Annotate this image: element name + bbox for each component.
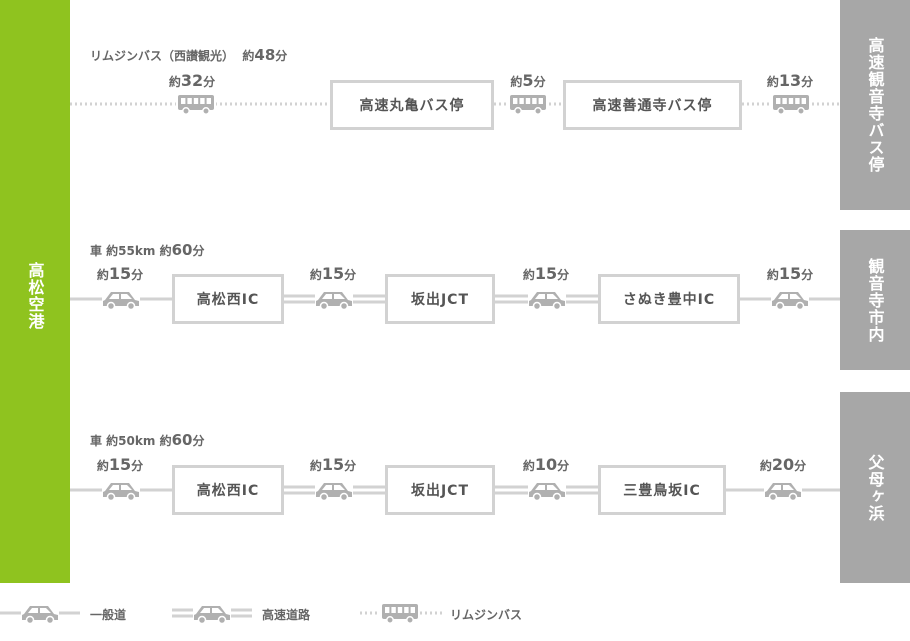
car-icon [315, 481, 353, 502]
segment-time: 約32分 [168, 71, 216, 90]
car-icon [315, 290, 353, 311]
stop-takamatsu-nishi-ic: 高松西IC [172, 274, 284, 324]
segment-time: 約20分 [759, 455, 807, 474]
stop-mitoyo-torisaka-ic: 三豊鳥坂IC [598, 465, 726, 515]
stop-takasoku-marugame: 高速丸亀バス停 [330, 80, 494, 130]
bus-icon [771, 94, 811, 115]
car-icon [764, 481, 802, 502]
destination-label: 父母ヶ浜 [865, 453, 885, 522]
legend-label-limousine-bus: リムジンバス [450, 608, 523, 622]
segment-time: 約13分 [766, 71, 814, 90]
route-label-car-50km: 車 約50km 約60分 [90, 431, 205, 449]
stop-sanuki-toyonaka-ic: さぬき豊中IC [598, 274, 740, 324]
segment-time: 約15分 [522, 264, 570, 283]
legend-label-expressway: 高速道路 [262, 608, 311, 622]
destination-chichibugahama: 父母ヶ浜 [840, 392, 910, 583]
route-label-limousine: リムジンバス（西讃観光） 約48分 [90, 46, 288, 64]
segment-time: 約15分 [96, 264, 144, 283]
car-icon [21, 604, 59, 625]
stop-takasoku-zentsuji: 高速善通寺バス停 [563, 80, 742, 130]
car-icon [193, 604, 231, 625]
car-icon [771, 290, 809, 311]
bus-icon [380, 603, 420, 624]
destination-kanonji-city: 観音寺市内 [840, 230, 910, 370]
car-icon [528, 290, 566, 311]
segment-time: 約15分 [766, 264, 814, 283]
segment-time: 約10分 [522, 455, 570, 474]
stop-sakaide-jct: 坂出JCT [385, 465, 495, 515]
route-label-car-55km: 車 約55km 約60分 [90, 241, 205, 259]
origin-bar: 高松空港 [0, 0, 70, 583]
car-icon [528, 481, 566, 502]
segment-time: 約15分 [96, 455, 144, 474]
origin-label: 高松空港 [25, 262, 45, 330]
segment-time: 約15分 [309, 264, 357, 283]
bus-icon [508, 94, 548, 115]
segment-time: 約15分 [309, 455, 357, 474]
car-icon [102, 481, 140, 502]
destination-label: 高速観音寺バス停 [865, 37, 885, 173]
segment-time: 約5分 [510, 71, 546, 90]
stop-takamatsu-nishi-ic: 高松西IC [172, 465, 284, 515]
stop-sakaide-jct: 坂出JCT [385, 274, 495, 324]
legend-label-general-road: 一般道 [90, 608, 127, 622]
car-icon [102, 290, 140, 311]
destination-kanonji-bus-stop: 高速観音寺バス停 [840, 0, 910, 210]
bus-icon [176, 94, 216, 115]
destination-label: 観音寺市内 [865, 257, 885, 343]
